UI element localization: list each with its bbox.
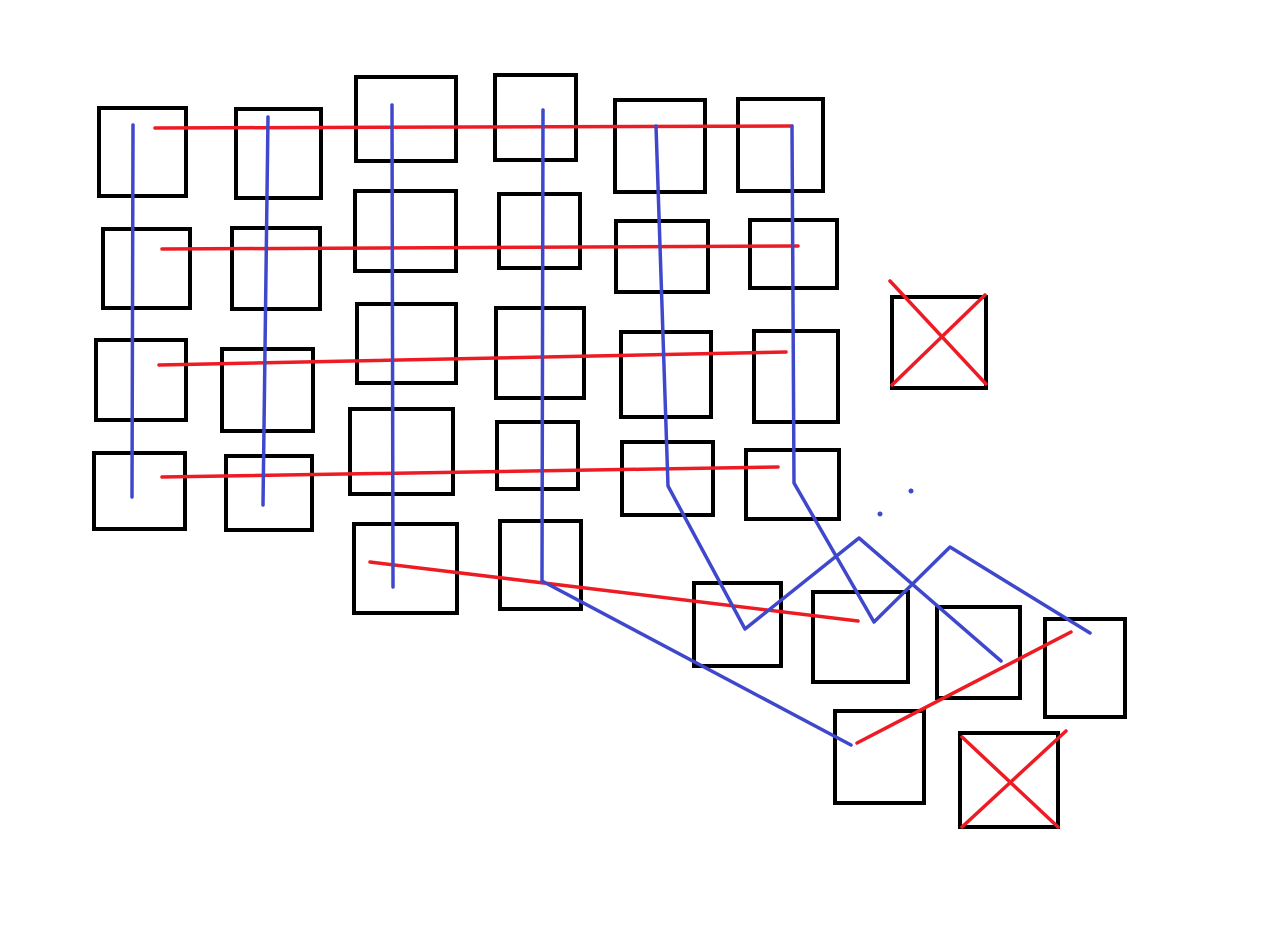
blue-dot <box>877 511 883 517</box>
box <box>234 107 323 200</box>
red-row-line <box>855 630 1073 745</box>
box <box>497 192 582 270</box>
box <box>224 454 314 532</box>
blue-column-line <box>390 103 395 589</box>
crossed-box <box>890 295 988 390</box>
blue-column-line <box>790 124 1092 635</box>
box <box>493 73 578 162</box>
red-row-line <box>160 465 780 479</box>
box <box>811 590 910 684</box>
cross-mark <box>888 279 988 386</box>
box <box>92 451 187 531</box>
box <box>613 98 707 194</box>
blue-column-line <box>654 124 1003 663</box>
boxes <box>92 73 1127 829</box>
box <box>736 97 825 193</box>
blue-column-line <box>540 108 853 747</box>
box <box>101 227 192 310</box>
box <box>495 420 580 491</box>
box <box>94 338 188 422</box>
red-lines <box>153 124 1073 829</box>
box <box>833 709 926 805</box>
red-row-line <box>368 560 860 623</box>
box <box>230 226 322 311</box>
red-row-line <box>160 244 800 251</box>
box <box>354 75 458 163</box>
box <box>935 605 1022 700</box>
cross-mark <box>890 293 987 387</box>
blue-column-line <box>130 123 135 499</box>
box <box>752 329 840 424</box>
box <box>355 302 458 385</box>
box <box>220 347 315 433</box>
box <box>692 581 783 668</box>
red-row-line <box>153 124 794 130</box>
red-row-line <box>157 350 788 367</box>
blue-column-line <box>261 115 270 507</box>
crossed-box <box>958 731 1060 829</box>
box <box>1043 617 1127 719</box>
box <box>97 106 188 198</box>
box <box>494 306 586 400</box>
box <box>353 189 458 273</box>
cross-mark <box>960 729 1068 829</box>
box <box>348 407 455 496</box>
cross-mark <box>960 735 1060 829</box>
box <box>352 522 459 615</box>
blue-dot <box>908 488 914 494</box>
blue-lines <box>130 103 1092 747</box>
